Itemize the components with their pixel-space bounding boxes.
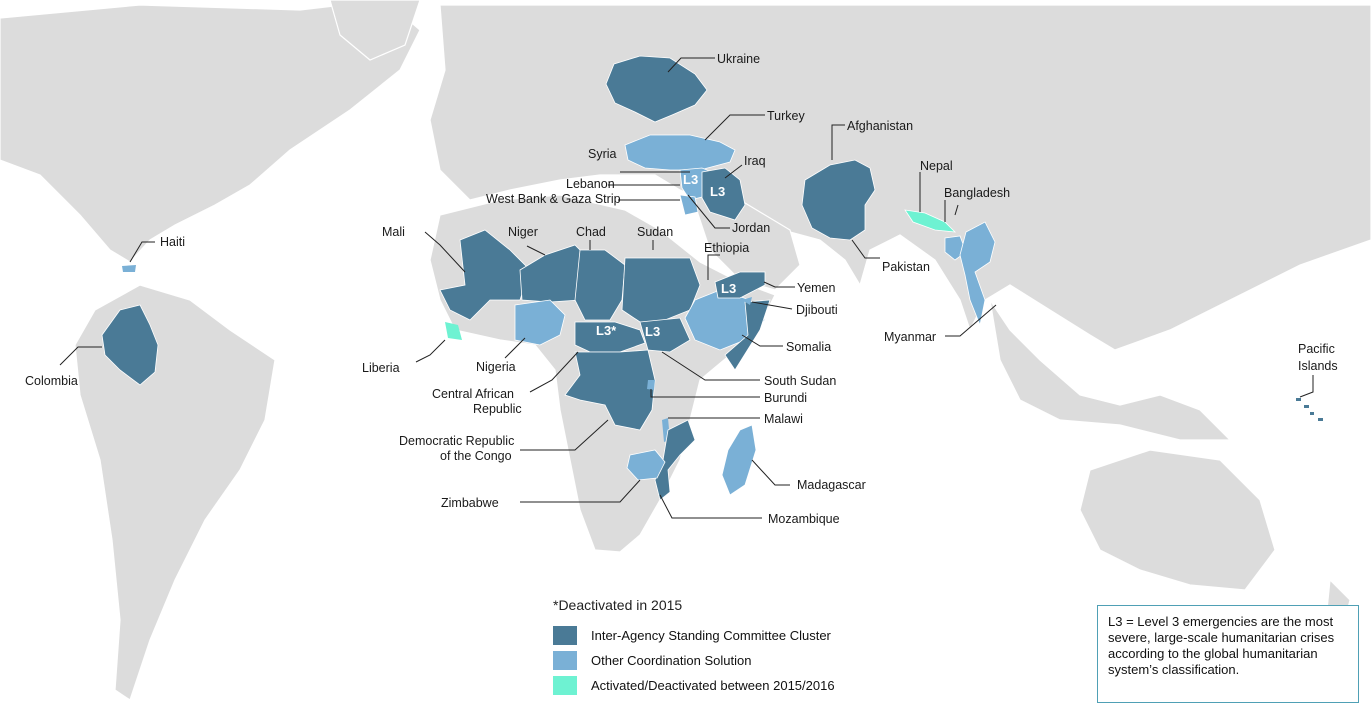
label-mozambique: Mozambique xyxy=(768,512,840,526)
label-haiti: Haiti xyxy=(160,235,185,249)
label-mali: Mali xyxy=(382,225,405,239)
label-lebanon: Lebanon xyxy=(566,177,615,191)
label-chad: Chad xyxy=(576,225,606,239)
somalia-shape xyxy=(724,299,771,371)
greenland-land xyxy=(329,0,421,61)
label-madagascar: Madagascar xyxy=(797,478,866,492)
liberia-shape xyxy=(445,322,462,340)
ukraine-shape xyxy=(605,55,708,123)
label-pacific-line1: Pacific xyxy=(1298,342,1335,356)
label-nepal: Nepal xyxy=(920,159,953,173)
highlighted-countries xyxy=(101,55,1323,501)
badge-yemen-l3: L3 xyxy=(721,281,736,296)
label-burundi: Burundi xyxy=(764,391,807,405)
burundi-shape xyxy=(647,380,655,390)
haiti-shape xyxy=(122,265,136,272)
legend-label-iasc: Inter-Agency Standing Committee Cluster xyxy=(591,628,831,643)
label-liberia: Liberia xyxy=(362,361,400,375)
label-drc-line2: of the Congo xyxy=(440,449,512,463)
label-somalia: Somalia xyxy=(786,340,831,354)
label-ukraine: Ukraine xyxy=(717,52,760,66)
label-bangladesh: Bangladesh xyxy=(944,186,1010,200)
label-drc-line1: Democratic Republic xyxy=(399,434,514,448)
legend-label-activated: Activated/Deactivated between 2015/2016 xyxy=(591,678,835,693)
label-niger: Niger xyxy=(508,225,538,239)
label-jordan: Jordan xyxy=(732,221,770,235)
pacific-islands-shape xyxy=(1296,398,1323,421)
drc-shape xyxy=(564,349,656,431)
label-pakistan: Pakistan xyxy=(882,260,930,274)
l3-info-text: L3 = Level 3 emergencies are the most se… xyxy=(1108,614,1335,677)
label-malawi: Malawi xyxy=(764,412,803,426)
zimbabwe-shape xyxy=(626,449,666,481)
jordan-shape xyxy=(679,194,699,216)
l3-info-box: L3 = Level 3 emergencies are the most se… xyxy=(1097,605,1359,703)
iraq-shape xyxy=(701,167,746,221)
label-syria: Syria xyxy=(588,147,617,161)
nepal-shape xyxy=(904,209,957,233)
legend-item-iasc: Inter-Agency Standing Committee Cluster xyxy=(553,623,913,648)
yemen-shape xyxy=(714,271,766,299)
label-south-sudan: South Sudan xyxy=(764,374,836,388)
legend-item-activated: Activated/Deactivated between 2015/2016 xyxy=(553,673,913,698)
label-djibouti: Djibouti xyxy=(796,303,838,317)
label-pacific-line2: Islands xyxy=(1298,359,1338,373)
badge-syria-l3: L3 xyxy=(683,172,698,187)
legend-note: *Deactivated in 2015 xyxy=(553,597,683,613)
label-myanmar: Myanmar xyxy=(884,330,936,344)
car-shape xyxy=(574,321,646,353)
country-labels: Ukraine Turkey Afghanistan Syria Iraq Ne… xyxy=(25,52,1338,526)
legend-label-other: Other Coordination Solution xyxy=(591,653,752,668)
label-zimbabwe: Zimbabwe xyxy=(441,496,499,510)
chad-shape xyxy=(574,249,626,321)
legend-swatch-other xyxy=(553,651,577,670)
turkey-shape xyxy=(624,134,736,171)
label-west-bank-gaza: West Bank & Gaza Strip xyxy=(486,192,621,206)
label-iraq: Iraq xyxy=(744,154,766,168)
myanmar-shape xyxy=(959,221,996,327)
legend-swatch-activated xyxy=(553,676,577,695)
madagascar-shape xyxy=(721,424,757,496)
south-sudan-shape xyxy=(639,317,691,353)
badge-south-sudan-l3: L3 xyxy=(645,324,660,339)
label-sudan: Sudan xyxy=(637,225,673,239)
southeast-asia-land xyxy=(989,299,1232,441)
badge-car-l3: L3* xyxy=(596,323,617,338)
label-car-line2: Republic xyxy=(473,402,522,416)
sudan-shape xyxy=(621,257,701,323)
australia-land xyxy=(1079,449,1276,591)
label-turkey: Turkey xyxy=(767,109,805,123)
label-car-line1: Central African xyxy=(432,387,514,401)
map-legend: *Deactivated in 2015 Inter-Agency Standi… xyxy=(553,597,913,698)
l3-badges: L3 L3 L3 L3* L3 xyxy=(596,172,736,339)
label-nigeria: Nigeria xyxy=(476,360,516,374)
legend-item-other: Other Coordination Solution xyxy=(553,648,913,673)
djibouti-shape xyxy=(742,297,752,305)
label-yemen: Yemen xyxy=(797,281,836,295)
afghanistan-shape xyxy=(801,159,876,241)
south-america-land xyxy=(74,284,276,701)
nigeria-shape xyxy=(514,299,566,346)
mali-shape xyxy=(439,229,531,321)
label-afghanistan: Afghanistan xyxy=(847,119,913,133)
label-ethiopia: Ethiopia xyxy=(704,241,749,255)
colombia-shape xyxy=(101,304,159,386)
legend-swatch-iasc xyxy=(553,626,577,645)
label-colombia: Colombia xyxy=(25,374,78,388)
leader-lines xyxy=(59,57,1314,519)
badge-iraq-l3: L3 xyxy=(710,184,725,199)
